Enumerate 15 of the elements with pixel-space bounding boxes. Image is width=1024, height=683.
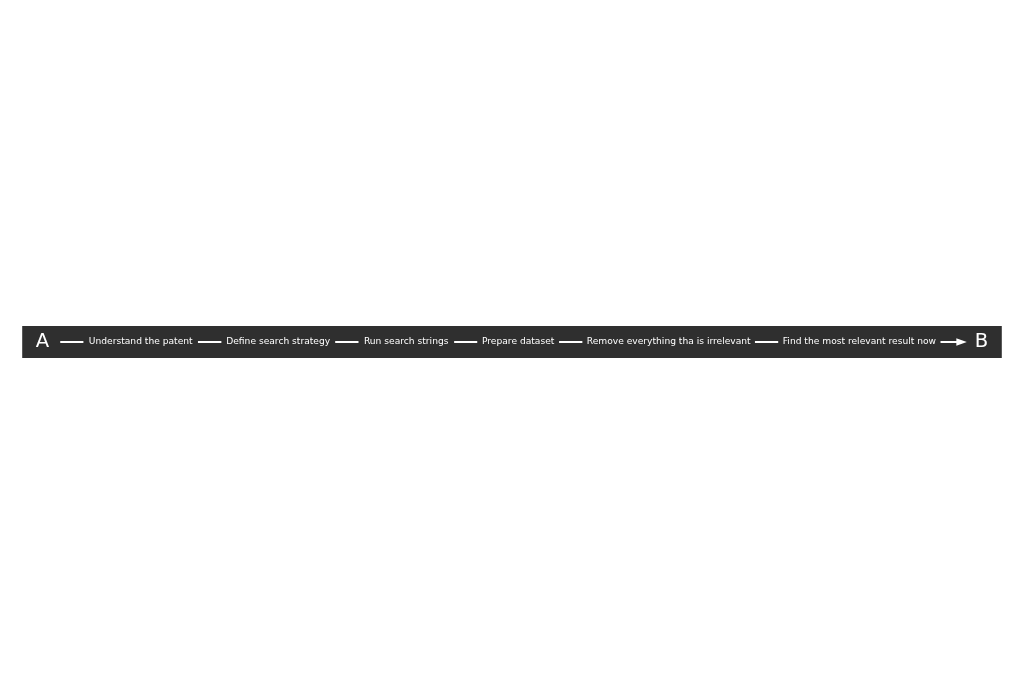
connector — [753, 340, 780, 343]
node-text: B — [974, 328, 989, 352]
connector — [453, 340, 479, 343]
connector — [196, 340, 223, 343]
node-text: Prepare dataset — [481, 335, 555, 346]
node-text: Understand the patent — [88, 335, 193, 346]
node-text: Find the most relevant result now — [782, 335, 937, 346]
node-text: Run search strings — [363, 335, 449, 346]
connector — [558, 340, 584, 343]
node-text: A — [35, 328, 50, 352]
connector — [334, 340, 360, 343]
node-text: Remove everything tha is irrelevant — [586, 335, 751, 346]
connector — [59, 340, 85, 343]
arrow — [939, 337, 967, 346]
node-text: Define search strategy — [226, 335, 331, 346]
